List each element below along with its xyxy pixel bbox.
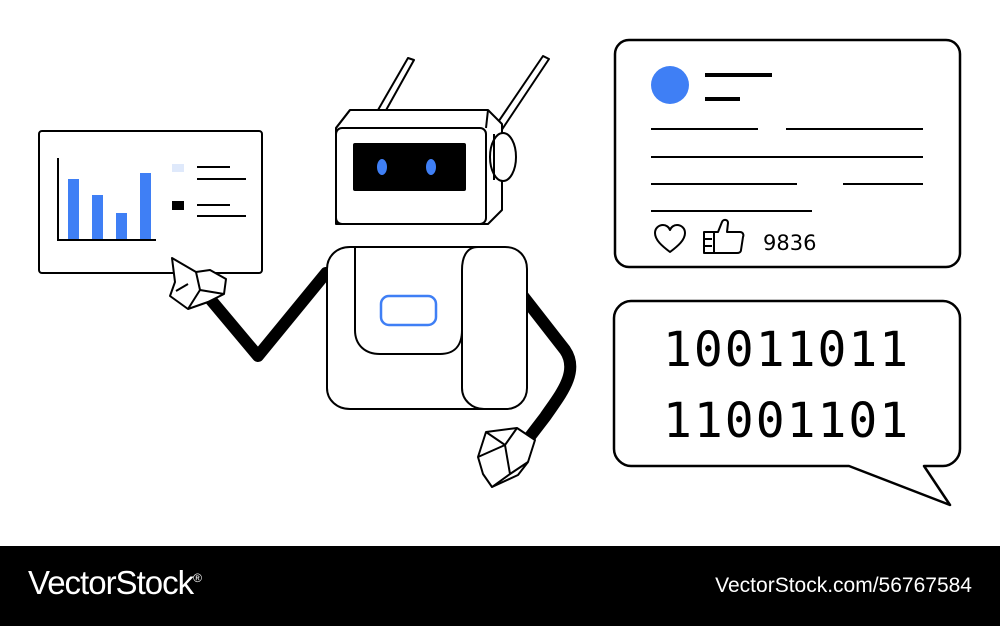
robot-visor	[353, 143, 466, 191]
registered-mark: ®	[193, 571, 202, 585]
binary-line: 10011011	[663, 322, 910, 378]
robot-left-arm	[205, 267, 332, 362]
robot-left-hand	[169, 257, 227, 310]
robot-eye	[426, 159, 436, 175]
brand-logo[interactable]: VectorStock®	[28, 564, 202, 602]
chart-bar	[68, 179, 79, 239]
robot-right-arm	[506, 276, 577, 453]
like-count: 9836	[763, 231, 816, 255]
robot-chest-screen	[379, 294, 438, 327]
chart-bars	[68, 173, 151, 239]
chart-bar	[116, 213, 127, 239]
chart-panel	[38, 130, 263, 274]
robot-body	[326, 246, 528, 410]
brand-name: VectorStock	[28, 564, 194, 601]
blue-circle-avatar-icon	[651, 66, 689, 104]
binary-speech-bubble: 10011011 11001101	[612, 299, 962, 507]
legend-swatch-dark	[172, 201, 184, 210]
chart-bar	[92, 195, 103, 239]
legend-swatch-light	[172, 164, 184, 172]
post-card: 9836	[613, 38, 962, 269]
thumbs-up-icon[interactable]	[703, 218, 745, 254]
robot-head	[335, 109, 517, 225]
footer-bar: VectorStock® VectorStock.com/56767584	[0, 546, 1000, 626]
heart-icon[interactable]	[654, 224, 686, 253]
image-id: VectorStock.com/56767584	[715, 574, 972, 597]
robot-ear	[489, 132, 517, 182]
robot-eye	[377, 159, 387, 175]
binary-line: 11001101	[663, 393, 910, 449]
speech-bubble-frame	[612, 299, 962, 507]
robot-right-hand	[477, 427, 536, 488]
illustration: 9836 10011011 11001101	[38, 38, 962, 507]
chart-bar	[140, 173, 151, 239]
